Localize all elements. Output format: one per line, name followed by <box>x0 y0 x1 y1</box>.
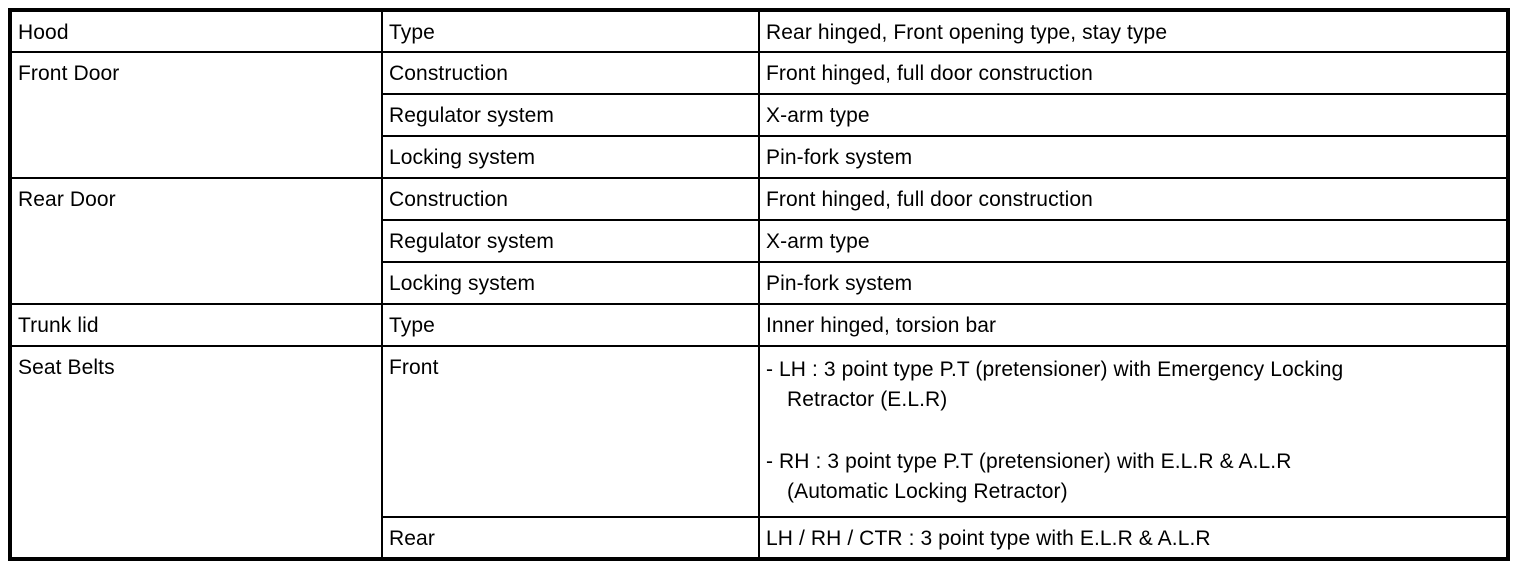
spec-line: - LH : 3 point type P.T (pretensioner) w… <box>766 358 1344 381</box>
table-row-trunk-lid: Trunk lid Type Inner hinged, torsion bar <box>9 303 1509 347</box>
attribute-cell: Locking system <box>381 135 760 179</box>
attribute-cell: Construction <box>381 177 760 221</box>
attribute-cell: Type <box>381 303 760 347</box>
attribute-cell: Regulator system <box>381 93 760 137</box>
table-row-rear-door-construction: Rear Door Construction Front hinged, ful… <box>9 177 1509 305</box>
value-cell-seat-belt-front: - LH : 3 point type P.T (pretensioner) w… <box>758 345 1509 518</box>
value-cell: Inner hinged, torsion bar <box>758 303 1509 347</box>
table-row-seat-belts-rear: Rear LH / RH / CTR : 3 point type with E… <box>10 516 1509 560</box>
attribute-cell: Locking system <box>381 261 760 305</box>
attribute-cell: Front <box>381 345 760 518</box>
attribute-cell: Construction <box>381 51 760 95</box>
seat-belt-front-rh-spec: - RH : 3 point type P.T (pretensioner) w… <box>766 447 1502 507</box>
table-row-hood: Hood Type Rear hinged, Front opening typ… <box>9 9 1509 53</box>
value-cell: LH / RH / CTR : 3 point type with E.L.R … <box>758 516 1509 560</box>
seat-belt-front-lh-spec: - LH : 3 point type P.T (pretensioner) w… <box>766 355 1502 415</box>
component-cell-front-door: Front Door <box>9 51 383 179</box>
spec-line: (Automatic Locking Retractor) <box>787 480 1068 503</box>
table-row-front-door-regulator: Regulator system X-arm type <box>10 93 1509 137</box>
value-cell: Rear hinged, Front opening type, stay ty… <box>758 9 1509 53</box>
value-cell: Front hinged, full door construction <box>758 177 1509 221</box>
table-row-front-door-locking: Locking system Pin-fork system <box>10 135 1509 179</box>
table-row-rear-door-locking: Locking system Pin-fork system <box>10 261 1509 305</box>
table-row-front-door-construction: Front Door Construction Front hinged, fu… <box>9 51 1509 179</box>
table-row-seat-belts-front: Seat Belts Front - LH : 3 point type P.T… <box>9 345 1509 560</box>
value-cell: Front hinged, full door construction <box>758 51 1509 95</box>
value-cell: X-arm type <box>758 219 1509 263</box>
component-cell-trunk-lid: Trunk lid <box>9 303 383 347</box>
value-cell: Pin-fork system <box>758 261 1509 305</box>
table-row-rear-door-regulator: Regulator system X-arm type <box>10 219 1509 263</box>
component-cell-rear-door: Rear Door <box>9 177 383 305</box>
body-specifications-table: Hood Type Rear hinged, Front opening typ… <box>8 8 1510 561</box>
spec-line: Retractor (E.L.R) <box>787 388 948 411</box>
attribute-cell: Type <box>381 9 760 53</box>
value-cell: X-arm type <box>758 93 1509 137</box>
attribute-cell: Rear <box>381 516 760 560</box>
spec-line: - RH : 3 point type P.T (pretensioner) w… <box>766 450 1292 473</box>
value-cell: Pin-fork system <box>758 135 1509 179</box>
component-cell-seat-belts: Seat Belts <box>9 345 383 560</box>
attribute-cell: Regulator system <box>381 219 760 263</box>
component-cell-hood: Hood <box>9 9 383 53</box>
